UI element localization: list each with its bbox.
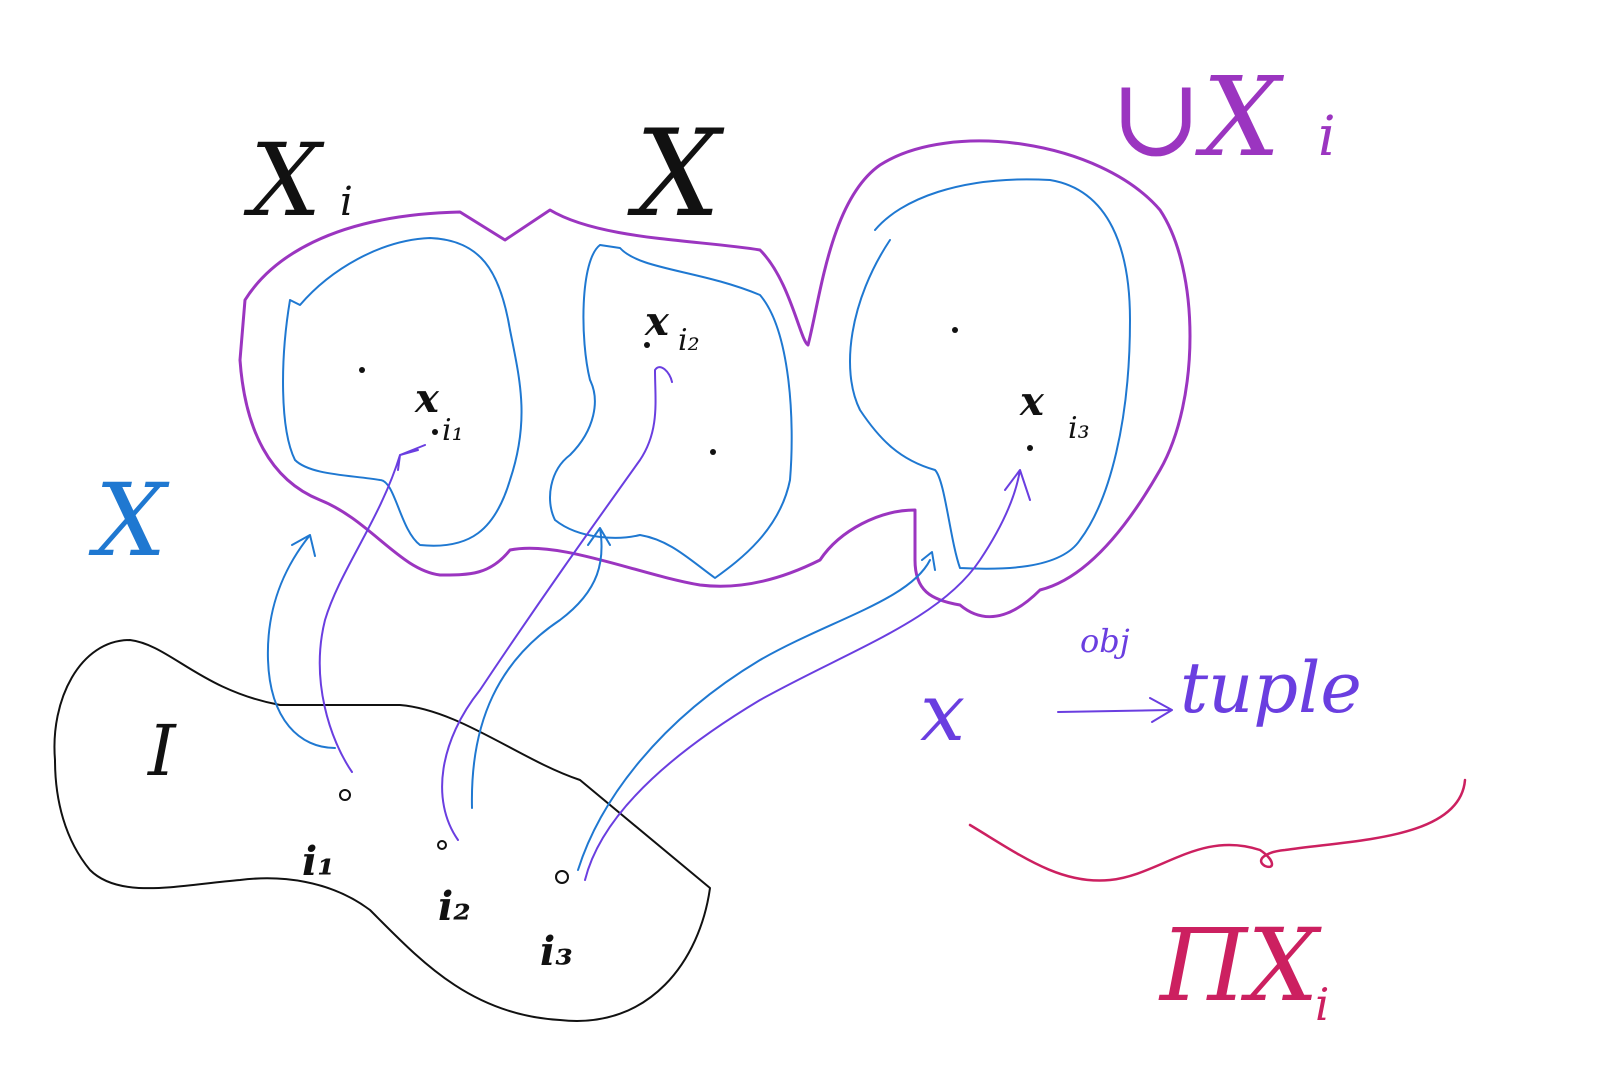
index-set-blob xyxy=(53,639,711,1022)
label-i1: i₁ xyxy=(302,838,335,885)
point-i3 xyxy=(555,870,569,884)
arrow-i1-to-x1 xyxy=(318,444,426,773)
label-tuple: tuple xyxy=(1180,647,1362,729)
set-blob-1 xyxy=(282,237,523,547)
label-union-sub: i xyxy=(1318,104,1336,168)
label-x-i1: x xyxy=(414,375,440,422)
label-product: ΠX xyxy=(1158,907,1322,1024)
label-X-blue: X xyxy=(88,462,170,579)
label-x-i1-sub: i₁ xyxy=(442,413,464,448)
label-x-i2-sub: i₂ xyxy=(678,323,700,358)
arrow-i1-to-X1 xyxy=(266,534,336,749)
label-index-set: I xyxy=(146,710,177,792)
union-outline xyxy=(238,139,1192,619)
point xyxy=(359,367,365,373)
label-obj: obj xyxy=(1080,622,1130,660)
map-arrow xyxy=(1057,697,1173,723)
point-x-i1 xyxy=(432,429,438,435)
point-i2 xyxy=(437,840,447,850)
label-i2: i₂ xyxy=(438,883,471,930)
point-x-i3 xyxy=(1027,445,1033,451)
label-i3: i₃ xyxy=(540,928,573,975)
label-X-cross: X xyxy=(627,105,725,244)
label-product-sub: i xyxy=(1315,978,1329,1031)
set-blob-2 xyxy=(549,244,793,579)
arrow-i2-to-x2 xyxy=(441,366,673,841)
label-union: ∪X xyxy=(1110,53,1284,181)
set-blob-3 xyxy=(849,178,1131,570)
label-x-i2: x xyxy=(644,298,670,345)
arrow-i3-to-x3 xyxy=(584,469,1031,881)
arrow-i2-to-X2 xyxy=(470,527,611,809)
brace xyxy=(968,778,1467,882)
label-x-i3-sub: i₃ xyxy=(1068,411,1090,446)
arrow-i3-to-X3 xyxy=(577,551,936,871)
label-x-i3: x xyxy=(1019,378,1045,425)
point xyxy=(952,327,958,333)
label-Xi-sub: i xyxy=(340,179,353,225)
point-i1 xyxy=(339,789,351,801)
point xyxy=(710,449,716,455)
label-Xi: X xyxy=(243,122,325,239)
point-x-i2 xyxy=(644,342,650,348)
label-x-map: x xyxy=(920,666,965,759)
